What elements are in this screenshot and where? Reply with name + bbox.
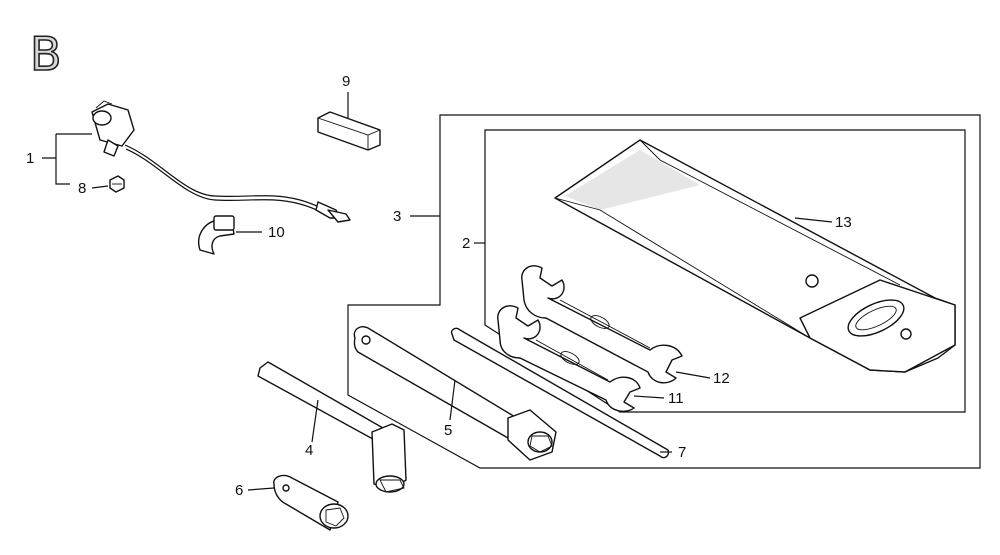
part-4-box-wrench	[257, 361, 407, 493]
callout-6: 6	[235, 482, 243, 499]
callout-7: 7	[678, 444, 686, 461]
callout-11: 11	[668, 390, 684, 407]
part-10-clamp	[198, 215, 235, 255]
callout-10: 10	[268, 224, 285, 241]
part-5-plug-wrench	[353, 326, 557, 461]
callout-4: 4	[305, 442, 313, 459]
part-9-pin	[317, 111, 381, 151]
part-8-screw	[109, 175, 125, 193]
part-6-socket	[273, 474, 349, 531]
toolbag-boundary	[484, 129, 966, 413]
callout-5: 5	[444, 422, 452, 439]
callout-8: 8	[78, 180, 86, 197]
part-12-wrench	[521, 265, 683, 384]
callout-9: 9	[342, 73, 350, 90]
section-letter: B	[30, 27, 62, 81]
part-7-rod	[450, 327, 670, 459]
part-11-wrench	[497, 305, 641, 412]
part-1-cable	[91, 100, 351, 223]
part-13-toolbag	[554, 139, 956, 373]
callout-12: 12	[713, 370, 730, 387]
callout-3: 3	[393, 208, 401, 225]
callout-2: 2	[462, 235, 470, 252]
leader-lines	[42, 92, 833, 491]
kit-outer-boundary	[347, 114, 981, 469]
callout-1: 1	[26, 150, 34, 167]
callout-13: 13	[835, 214, 852, 231]
